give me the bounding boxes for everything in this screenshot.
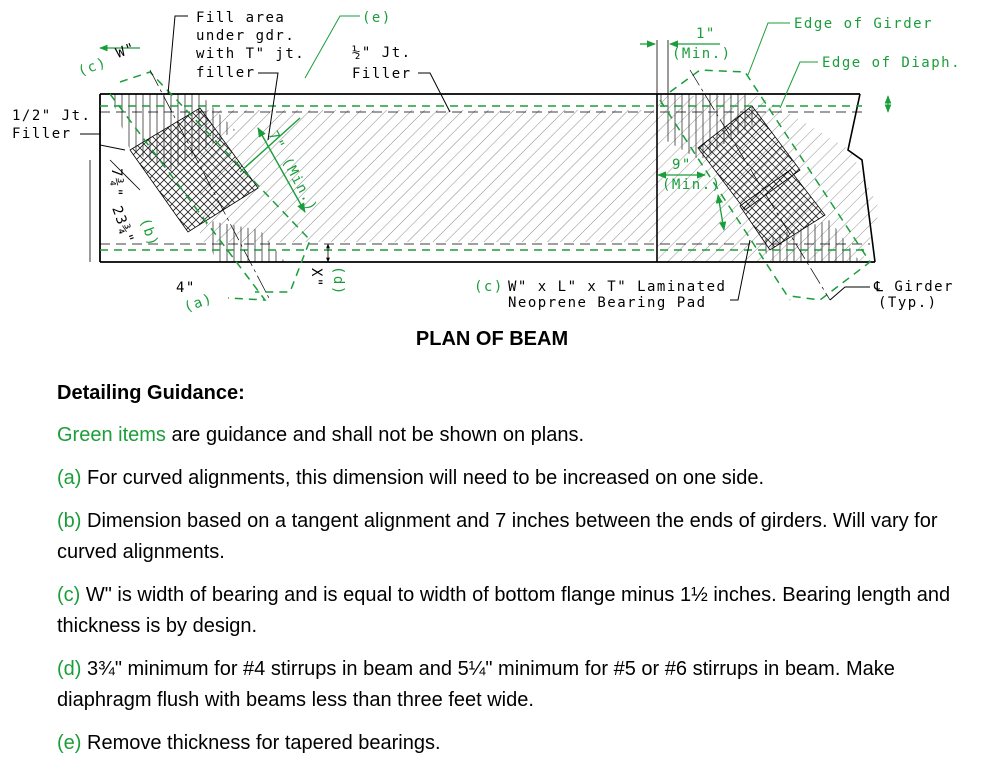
note-tag: (a) bbox=[57, 467, 82, 489]
label-c-w: (c) bbox=[76, 55, 109, 80]
label-four-in: 4" bbox=[176, 280, 196, 296]
guidance-heading: Detailing Guidance: bbox=[57, 382, 245, 404]
detailing-guidance: Detailing Guidance: Green items are guid… bbox=[57, 378, 992, 771]
note-text: For curved alignments, this dimension wi… bbox=[81, 467, 765, 489]
guidance-intro-tag: Green items bbox=[57, 424, 166, 446]
label-pad-c: (c) bbox=[474, 279, 504, 295]
girder-centerlines bbox=[149, 69, 831, 301]
note-tag: (e) bbox=[57, 732, 82, 754]
guidance-intro: Green items are guidance and shall not b… bbox=[57, 420, 992, 451]
figure-title: PLAN OF BEAM bbox=[415, 328, 569, 350]
label-dim-734: 7¾" bbox=[108, 168, 124, 198]
note-text: 3¾" minimum for #4 stirrups in beam and … bbox=[57, 658, 895, 711]
label-nine-in: 9" bbox=[672, 157, 692, 173]
label-edge-girder: Edge of Girder bbox=[794, 16, 933, 32]
label-one-min: (Min.) bbox=[672, 46, 732, 62]
note-tag: (d) bbox=[57, 658, 82, 680]
label-x-mark: X" bbox=[308, 268, 324, 288]
guidance-note-a: (a) For curved alignments, this dimensio… bbox=[57, 463, 992, 494]
label-fill-area-1: Fill area bbox=[196, 10, 285, 26]
note-text: Dimension based on a tangent alignment a… bbox=[57, 510, 938, 563]
guidance-note-c: (c) W" is width of bearing and is equal … bbox=[57, 580, 992, 642]
label-fill-area-3: with T" jt. bbox=[196, 46, 305, 62]
note-tag: (b) bbox=[57, 510, 82, 532]
label-pad-1: W" x L" x T" Laminated bbox=[508, 279, 726, 295]
guidance-note-d: (d) 3¾" minimum for #4 stirrups in beam … bbox=[57, 654, 992, 716]
guidance-note-e: (e) Remove thickness for tapered bearing… bbox=[57, 728, 992, 759]
label-pad-2: Neoprene Bearing Pad bbox=[508, 295, 707, 311]
note-tag: (c) bbox=[57, 584, 81, 606]
label-left-filler-2: Filler bbox=[12, 126, 72, 142]
dimension-lines bbox=[89, 40, 892, 263]
label-fill-area-2: under gdr. bbox=[196, 28, 295, 44]
label-half-jt-2: Filler bbox=[352, 66, 412, 82]
label-cl-girder: ℄ Girder bbox=[873, 279, 954, 295]
guidance-note-b: (b) Dimension based on a tangent alignme… bbox=[57, 506, 992, 568]
beam-outline bbox=[99, 93, 876, 263]
label-dim-2334: 23¾" bbox=[108, 204, 137, 247]
label-one-in: 1" bbox=[696, 26, 716, 42]
label-half-jt-1: ½" Jt. bbox=[352, 45, 412, 61]
label-w-mark: W" bbox=[114, 40, 138, 62]
label-e-top: (e) bbox=[362, 10, 392, 26]
label-typ: (Typ.) bbox=[878, 295, 938, 311]
label-nine-min: (Min.) bbox=[662, 177, 722, 193]
leaders bbox=[80, 15, 870, 301]
label-fill-area-4: filler bbox=[196, 65, 256, 81]
note-text: W" is width of bearing and is equal to w… bbox=[57, 584, 951, 637]
label-d-mark: (d) bbox=[330, 266, 346, 296]
label-left-filler-1: 1/2" Jt. bbox=[12, 108, 91, 124]
note-text: Remove thickness for tapered bearings. bbox=[81, 732, 441, 754]
label-edge-diaph: Edge of Diaph. bbox=[822, 55, 961, 71]
bearing-pads bbox=[129, 105, 826, 251]
guidance-intro-text: are guidance and shall not be shown on p… bbox=[165, 424, 585, 446]
plan-of-beam-drawing: Fill area under gdr. with T" jt. filler … bbox=[12, 10, 961, 316]
